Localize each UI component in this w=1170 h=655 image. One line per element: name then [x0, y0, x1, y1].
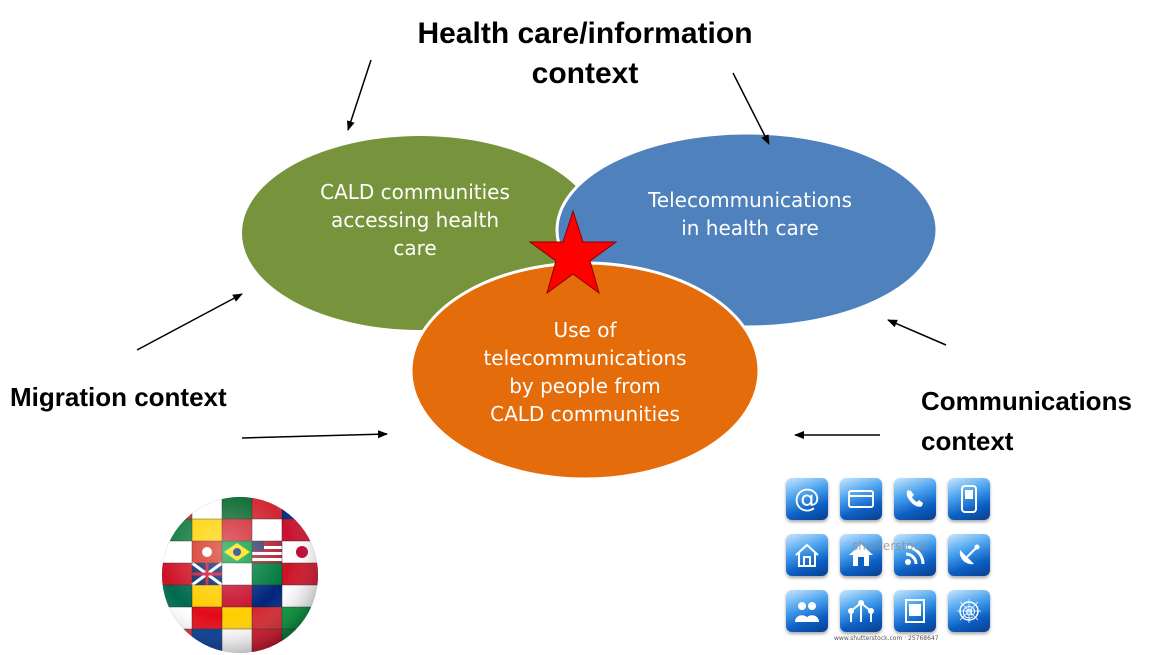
- green-text-line-3: care: [393, 236, 437, 260]
- mobile-phone-icon: [948, 478, 990, 520]
- home-outline-icon: [786, 534, 828, 576]
- arrow-title-to-blue: [732, 72, 770, 145]
- blue-text-line-1: Telecommunications: [647, 188, 853, 212]
- orange-ellipse-text: Use of telecommunications by people from…: [445, 316, 725, 428]
- migration-context-label: Migration context: [10, 382, 227, 412]
- communications-icon-grid: @ @: [784, 476, 994, 652]
- arrow-migration-to-green: [136, 293, 243, 351]
- web-at-icon: @: [948, 590, 990, 632]
- arrow-title-to-green: [347, 59, 372, 131]
- green-ellipse-text: CALD communities accessing health care: [290, 178, 540, 262]
- satellite-dish-icon: [948, 534, 990, 576]
- svg-text:@: @: [962, 604, 976, 620]
- flag-globe-icon: [162, 497, 318, 653]
- communications-context-label: Communications context: [921, 381, 1166, 461]
- green-text-line-1: CALD communities: [320, 180, 510, 204]
- card-icon: [840, 478, 882, 520]
- image-credit: www.shutterstock.com · 25768647: [834, 635, 939, 642]
- people-icon: [786, 590, 828, 632]
- arrow-migration-to-orange: [241, 430, 388, 439]
- photo-frame-icon: [894, 590, 936, 632]
- title-line-1: Health care/information: [417, 17, 753, 50]
- shutterstock-watermark: shutterstock: [852, 539, 928, 553]
- home-icon: [840, 534, 882, 576]
- network-people-icon: [840, 590, 882, 632]
- communications-line-2: context: [921, 426, 1014, 456]
- orange-text-line-2: telecommunications: [483, 346, 687, 370]
- title-line-2: context: [531, 57, 639, 90]
- star-icon: [528, 209, 618, 295]
- orange-text-line-3: by people from: [509, 374, 661, 398]
- orange-text-line-4: CALD communities: [490, 402, 680, 426]
- arrow-comms-to-blue: [887, 319, 947, 346]
- wifi-icon: [894, 534, 936, 576]
- blue-ellipse-text: Telecommunications in health care: [600, 186, 900, 242]
- communications-line-1: Communications: [921, 386, 1132, 416]
- page-title: Health care/information context: [350, 14, 820, 94]
- at-sign-icon: @: [786, 478, 828, 520]
- green-text-line-2: accessing health: [331, 208, 499, 232]
- blue-text-line-2: in health care: [681, 216, 819, 240]
- phone-handset-icon: [894, 478, 936, 520]
- orange-text-line-1: Use of: [553, 318, 617, 342]
